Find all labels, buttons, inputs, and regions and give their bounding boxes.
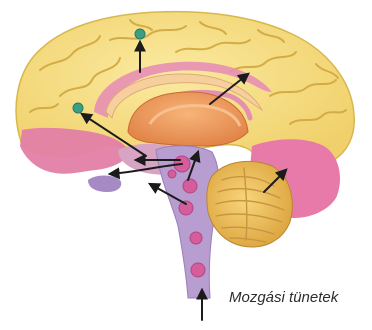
motor-symptoms-caption: Mozgási tünetek bbox=[229, 289, 338, 306]
cortical-target-top bbox=[135, 29, 145, 39]
pituitary-region bbox=[88, 176, 121, 193]
nucleus-2 bbox=[183, 179, 197, 193]
cortical-target-frontal bbox=[73, 103, 83, 113]
nucleus-4 bbox=[190, 232, 202, 244]
nucleus-5 bbox=[191, 263, 205, 277]
cerebellum bbox=[207, 161, 292, 247]
nucleus-6 bbox=[168, 170, 176, 178]
